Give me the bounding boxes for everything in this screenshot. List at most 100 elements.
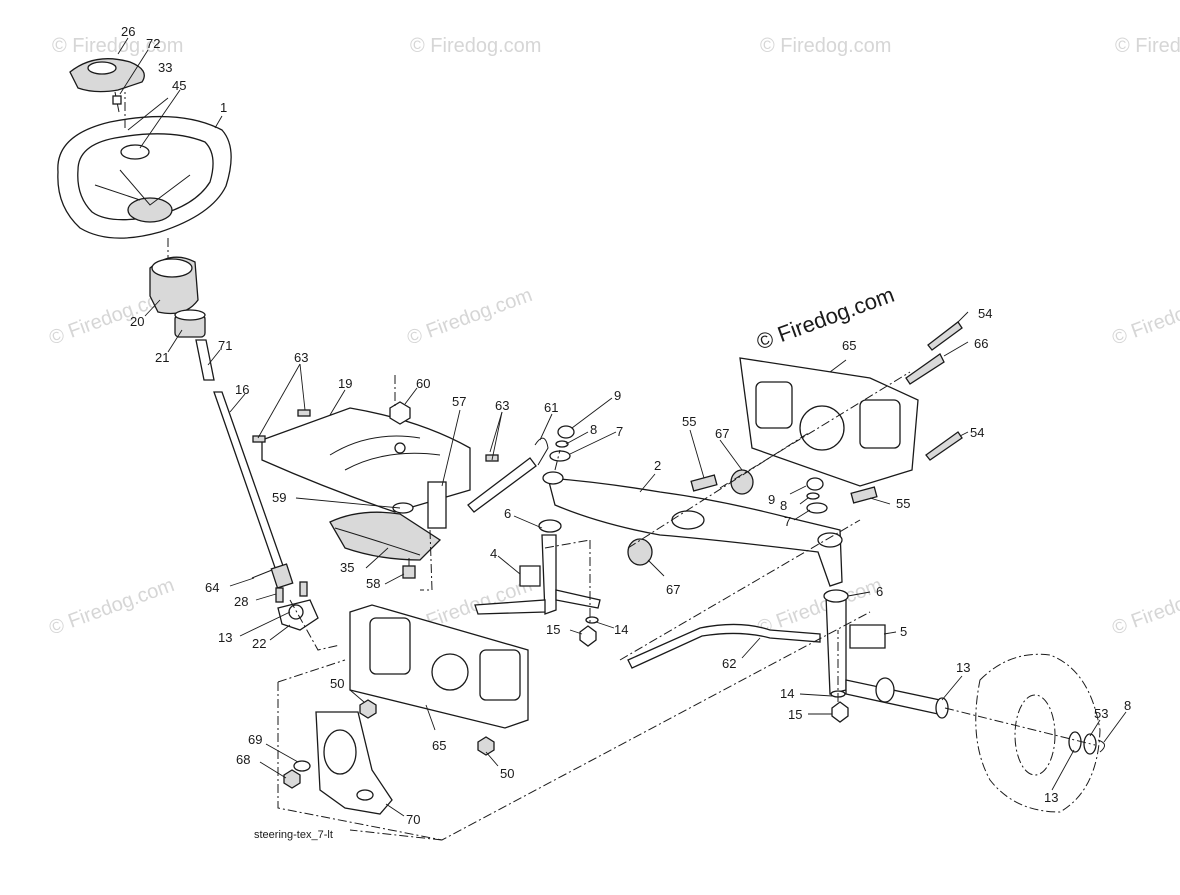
- callout-13: 13: [218, 630, 232, 645]
- drag-link: [467, 437, 549, 513]
- front-wheel: [935, 653, 1105, 813]
- steering-gear-top: [174, 309, 206, 338]
- callout-15: 15: [788, 707, 802, 722]
- callout-15: 15: [546, 622, 560, 637]
- axle-pin: [690, 474, 718, 492]
- watermark: © Firedog.com: [1109, 284, 1180, 350]
- callout-71: 71: [218, 338, 232, 353]
- steering-shaft: [195, 339, 294, 589]
- callout-72: 72: [146, 36, 160, 51]
- sector-gear: [329, 511, 442, 561]
- callout-20: 20: [130, 314, 144, 329]
- right-spindle: [823, 589, 941, 715]
- callout-13: 13: [956, 660, 970, 675]
- callout-50: 50: [330, 676, 344, 691]
- brand-mark: © Firedog.com: [753, 282, 897, 355]
- assembly-lines: [124, 92, 1096, 841]
- callout-14: 14: [780, 686, 794, 701]
- cap-screw: [112, 91, 122, 113]
- callout-21: 21: [155, 350, 169, 365]
- wheel-cap: [69, 58, 145, 93]
- lever-washer: [293, 760, 311, 772]
- callout-19: 19: [338, 376, 352, 391]
- watermark: © Firedog.com: [410, 35, 541, 57]
- left-spindle: [474, 519, 601, 615]
- callout-8: 8: [1124, 698, 1131, 713]
- callout-6: 6: [876, 584, 883, 599]
- callout-66: 66: [974, 336, 988, 351]
- leader-lines: [117, 37, 1127, 817]
- callout-2: 2: [654, 458, 661, 473]
- callout-59: 59: [272, 490, 286, 505]
- callout-65: 65: [842, 338, 856, 353]
- sector-bolt: [402, 558, 416, 579]
- pinion-pin: [251, 569, 273, 579]
- callout-labels: 26 72 33 45 1 20 21 71 16 63 19 60 57 63…: [121, 24, 1131, 827]
- callout-67: 67: [715, 426, 729, 441]
- spindle-nut: [579, 625, 597, 647]
- callout-63: 63: [294, 350, 308, 365]
- bracket-nut: [477, 736, 495, 756]
- spindle-nut: [831, 701, 849, 723]
- callout-13: 13: [1044, 790, 1058, 805]
- callout-61: 61: [544, 400, 558, 415]
- axle-pin: [850, 486, 878, 504]
- steering-hub: [149, 256, 199, 315]
- watermark: © Firedog.com: [760, 35, 891, 57]
- callout-45: 45: [172, 78, 186, 93]
- callout-70: 70: [406, 812, 420, 827]
- watermark: © Firedog.com: [52, 35, 183, 57]
- spindle-washer: [585, 616, 599, 624]
- plate-nut: [389, 401, 411, 425]
- callout-68: 68: [236, 752, 250, 767]
- diagram-caption: steering-tex_7-lt: [254, 829, 333, 841]
- callout-28: 28: [234, 594, 248, 609]
- callout-7: 7: [784, 514, 791, 529]
- plate-washer: [392, 502, 414, 514]
- callout-53: 53: [1094, 706, 1108, 721]
- steering-wheel: [57, 115, 232, 239]
- callout-26: 26: [121, 24, 135, 39]
- watermark: © Firedog.com: [1109, 574, 1180, 640]
- steering-plate: [261, 407, 471, 529]
- callout-4: 4: [490, 546, 497, 561]
- callout-8: 8: [780, 498, 787, 513]
- lever-nut: [283, 769, 301, 789]
- callout-50: 50: [500, 766, 514, 781]
- callout-7: 7: [616, 424, 623, 439]
- shaft-bracket: [275, 581, 319, 631]
- watermark: © Firedog.com: [404, 284, 535, 350]
- callout-16: 16: [235, 382, 249, 397]
- grease-fitting: [549, 425, 575, 462]
- tie-rod: [627, 623, 821, 669]
- callout-5: 5: [900, 624, 907, 639]
- callout-58: 58: [366, 576, 380, 591]
- callout-22: 22: [252, 636, 266, 651]
- callout-14: 14: [614, 622, 628, 637]
- bracket-bolt: [905, 321, 963, 461]
- grease-fitting: [806, 477, 828, 514]
- callout-8: 8: [590, 422, 597, 437]
- callout-55: 55: [896, 496, 910, 511]
- watermark: © Firedog.com: [1115, 35, 1180, 57]
- callout-62: 62: [722, 656, 736, 671]
- callout-55: 55: [682, 414, 696, 429]
- callout-64: 64: [205, 580, 219, 595]
- callout-1: 1: [220, 100, 227, 115]
- watermark: © Firedog.com: [46, 574, 177, 640]
- callout-57: 57: [452, 394, 466, 409]
- callout-69: 69: [248, 732, 262, 747]
- plate-screw: [297, 409, 311, 417]
- callout-33: 33: [158, 60, 172, 75]
- callout-35: 35: [340, 560, 354, 575]
- callout-65: 65: [432, 738, 446, 753]
- callout-63: 63: [495, 398, 509, 413]
- lever-plate: [315, 711, 393, 815]
- callout-54: 54: [978, 306, 992, 321]
- callout-54: 54: [970, 425, 984, 440]
- callout-6: 6: [504, 506, 511, 521]
- callout-60: 60: [416, 376, 430, 391]
- callout-67: 67: [666, 582, 680, 597]
- callout-9: 9: [768, 492, 775, 507]
